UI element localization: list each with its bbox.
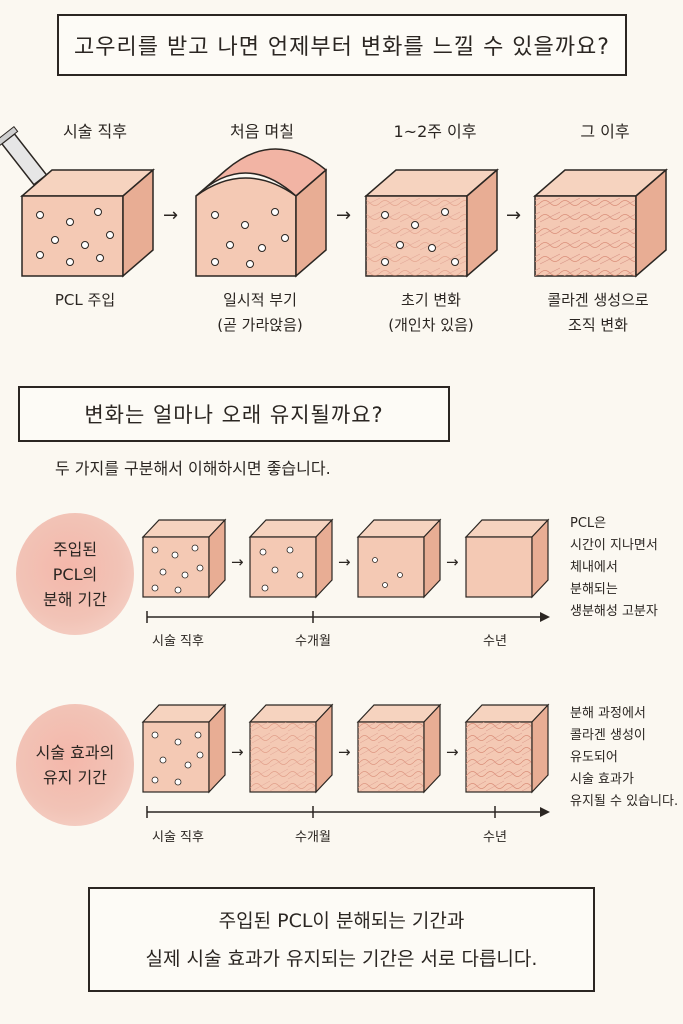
- row-1-block-4: [464, 518, 550, 599]
- side-1-line-3: 체내에서: [570, 560, 618, 575]
- right-arrow-icon: →: [163, 205, 179, 226]
- row-2-block-2: [248, 703, 334, 794]
- skin-block-2: [195, 148, 328, 278]
- stage-3-caption: 초기 변화 (개인차 있음): [351, 288, 511, 338]
- side-1-line-2: 시간이 지나면서: [570, 538, 658, 553]
- row-1-timeline: [146, 611, 550, 623]
- right-arrow-icon: →: [506, 205, 522, 226]
- right-arrow-icon: →: [338, 743, 351, 761]
- question-2-text: 변화는 얼마나 오래 유지될까요?: [84, 403, 384, 427]
- stage-4-caption-line-1: 콜라겐 생성으로: [547, 291, 649, 309]
- row-2-tick-start: 시술 직후: [152, 830, 204, 845]
- question-2-box: 변화는 얼마나 오래 유지될까요?: [18, 386, 450, 442]
- skin-block-4: [532, 168, 669, 278]
- summary-box: 주입된 PCL이 분해되는 기간과 실제 시술 효과가 유지되는 기간은 서로 …: [88, 887, 595, 992]
- row-2-block-1: [141, 703, 227, 794]
- skin-block-1: [19, 168, 156, 278]
- stage-2-caption-line-1: 일시적 부기: [223, 291, 297, 309]
- row-1-tick-years: 수년: [483, 634, 507, 649]
- side-2-line-2: 콜라겐 생성이: [570, 728, 646, 743]
- right-arrow-icon: →: [231, 743, 244, 761]
- row-2-block-3: [356, 703, 442, 794]
- row-1-tick-months: 수개월: [295, 634, 331, 649]
- side-2-line-3: 유도되어: [570, 750, 618, 765]
- pcl-degradation-circle: 주입된 PCL의 분해 기간: [16, 513, 134, 635]
- stage-1-caption-line: PCL 주입: [54, 291, 116, 309]
- row-2-tick-months: 수개월: [295, 830, 331, 845]
- stage-2-caption-line-2: (곧 가라앉음): [217, 316, 303, 334]
- row-2-side-text: 분해 과정에서 콜라겐 생성이 유도되어 시술 효과가 유지될 수 있습니다.: [570, 703, 678, 813]
- summary-line-1: 주입된 PCL이 분해되는 기간과: [218, 909, 465, 932]
- stage-3-caption-line-2: (개인차 있음): [388, 316, 474, 334]
- side-1-line-4: 분해되는: [570, 582, 618, 597]
- question-1-text: 고우리를 받고 나면 언제부터 변화를 느낄 수 있을까요?: [74, 35, 610, 60]
- circle-2-line-2: 유지 기간: [43, 768, 107, 787]
- side-1-line-1: PCL은: [570, 516, 607, 531]
- right-arrow-icon: →: [446, 553, 459, 571]
- stage-1-caption: PCL 주입: [5, 288, 165, 313]
- side-2-line-5: 유지될 수 있습니다.: [570, 794, 679, 809]
- question-1-box: 고우리를 받고 나면 언제부터 변화를 느낄 수 있을까요?: [57, 14, 627, 76]
- stage-3-caption-line-1: 초기 변화: [401, 291, 461, 309]
- side-1-line-5: 생분해성 고분자: [570, 604, 658, 619]
- stage-4-title: 그 이후: [580, 122, 630, 141]
- stage-3-title: 1~2주 이후: [393, 122, 477, 141]
- stage-4-caption-line-2: 조직 변화: [568, 316, 628, 334]
- right-arrow-icon: →: [338, 553, 351, 571]
- side-2-line-1: 분해 과정에서: [570, 706, 646, 721]
- circle-2-line-1: 시술 효과의: [35, 743, 115, 762]
- stage-1-title: 시술 직후: [63, 122, 127, 141]
- row-2-tick-years: 수년: [483, 830, 507, 845]
- skin-block-3: [363, 168, 500, 278]
- row-1-side-text: PCL은 시간이 지나면서 체내에서 분해되는 생분해성 고분자: [570, 513, 658, 623]
- stage-2-title: 처음 며칠: [230, 122, 294, 141]
- row-1-block-1: [141, 518, 227, 599]
- side-2-line-4: 시술 효과가: [570, 772, 634, 787]
- row-1-tick-start: 시술 직후: [152, 634, 204, 649]
- right-arrow-icon: →: [231, 553, 244, 571]
- row-1-block-3: [356, 518, 442, 599]
- row-2-timeline: [146, 806, 550, 818]
- circle-1-line-3: 분해 기간: [43, 589, 107, 609]
- effect-duration-circle: 시술 효과의 유지 기간: [16, 704, 134, 826]
- row-2-block-4: [464, 703, 550, 794]
- circle-1-line-1: 주입된: [52, 539, 98, 559]
- right-arrow-icon: →: [336, 205, 352, 226]
- stage-4-caption: 콜라겐 생성으로 조직 변화: [518, 288, 678, 338]
- intro-text: 두 가지를 구분해서 이해하시면 좋습니다.: [55, 459, 331, 478]
- row-1-block-2: [248, 518, 334, 599]
- right-arrow-icon: →: [446, 743, 459, 761]
- summary-line-2: 실제 시술 효과가 유지되는 기간은 서로 다릅니다.: [145, 947, 538, 970]
- stage-2-caption: 일시적 부기 (곧 가라앉음): [180, 288, 340, 338]
- circle-1-line-2: PCL의: [52, 564, 98, 584]
